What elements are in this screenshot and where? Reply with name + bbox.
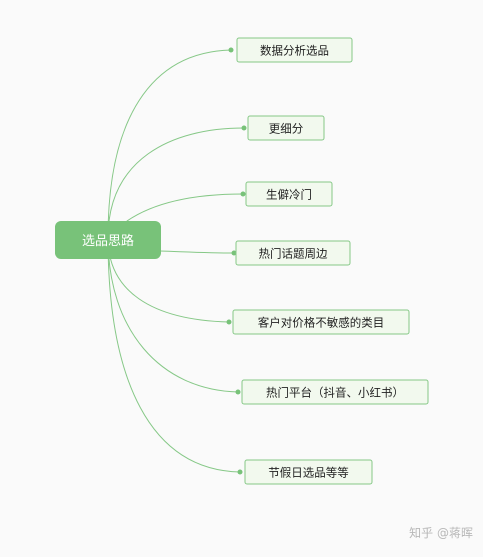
root-node-label: 选品思路 bbox=[82, 233, 134, 249]
branch-node-holiday[interactable]: 节假日选品等等 bbox=[244, 459, 373, 485]
connector-6 bbox=[107, 237, 239, 393]
branch-node-obscure[interactable]: 生僻冷门 bbox=[245, 181, 333, 207]
connector-4 bbox=[159, 250, 235, 254]
connector-dot-6 bbox=[235, 389, 241, 395]
branch-node-label: 生僻冷门 bbox=[266, 188, 312, 202]
branch-node-data-analysis[interactable]: 数据分析选品 bbox=[236, 37, 353, 63]
connector-dot-3 bbox=[240, 191, 246, 197]
connector-2 bbox=[107, 127, 245, 239]
connector-dot-4 bbox=[231, 250, 237, 256]
branch-node-more-niche[interactable]: 更细分 bbox=[247, 115, 325, 141]
root-node[interactable]: 选品思路 bbox=[55, 221, 161, 259]
branch-node-label: 数据分析选品 bbox=[260, 44, 329, 58]
branch-node-box bbox=[245, 181, 333, 207]
branch-node-label: 更细分 bbox=[269, 122, 304, 136]
connector-dot-2 bbox=[241, 125, 247, 131]
branch-node-label: 热门平台（抖音、小红书） bbox=[266, 386, 404, 400]
branch-node-box bbox=[244, 459, 373, 485]
branch-node-box bbox=[236, 37, 353, 63]
branch-node-box bbox=[235, 240, 351, 266]
connector-dot-1 bbox=[228, 47, 234, 53]
branch-node-price-insensitive[interactable]: 客户对价格不敏感的类目 bbox=[232, 309, 410, 335]
branch-node-trending-topics[interactable]: 热门话题周边 bbox=[235, 240, 351, 266]
connector-dot-7 bbox=[237, 469, 243, 475]
connector-dot-5 bbox=[226, 319, 232, 325]
connectors bbox=[107, 47, 247, 475]
connector-1 bbox=[107, 49, 232, 239]
root-node-box bbox=[55, 221, 161, 259]
branch-node-box bbox=[232, 309, 410, 335]
branch-node-box bbox=[241, 379, 429, 405]
branch-node-label: 热门话题周边 bbox=[259, 247, 328, 261]
branch-node-label: 节假日选品等等 bbox=[268, 466, 349, 480]
watermark: 知乎 @蒋晖 bbox=[409, 526, 473, 540]
branch-node-box bbox=[247, 115, 325, 141]
branch-node-hot-platforms[interactable]: 热门平台（抖音、小红书） bbox=[241, 379, 429, 405]
branch-node-label: 客户对价格不敏感的类目 bbox=[258, 316, 385, 330]
connector-7 bbox=[107, 237, 241, 473]
